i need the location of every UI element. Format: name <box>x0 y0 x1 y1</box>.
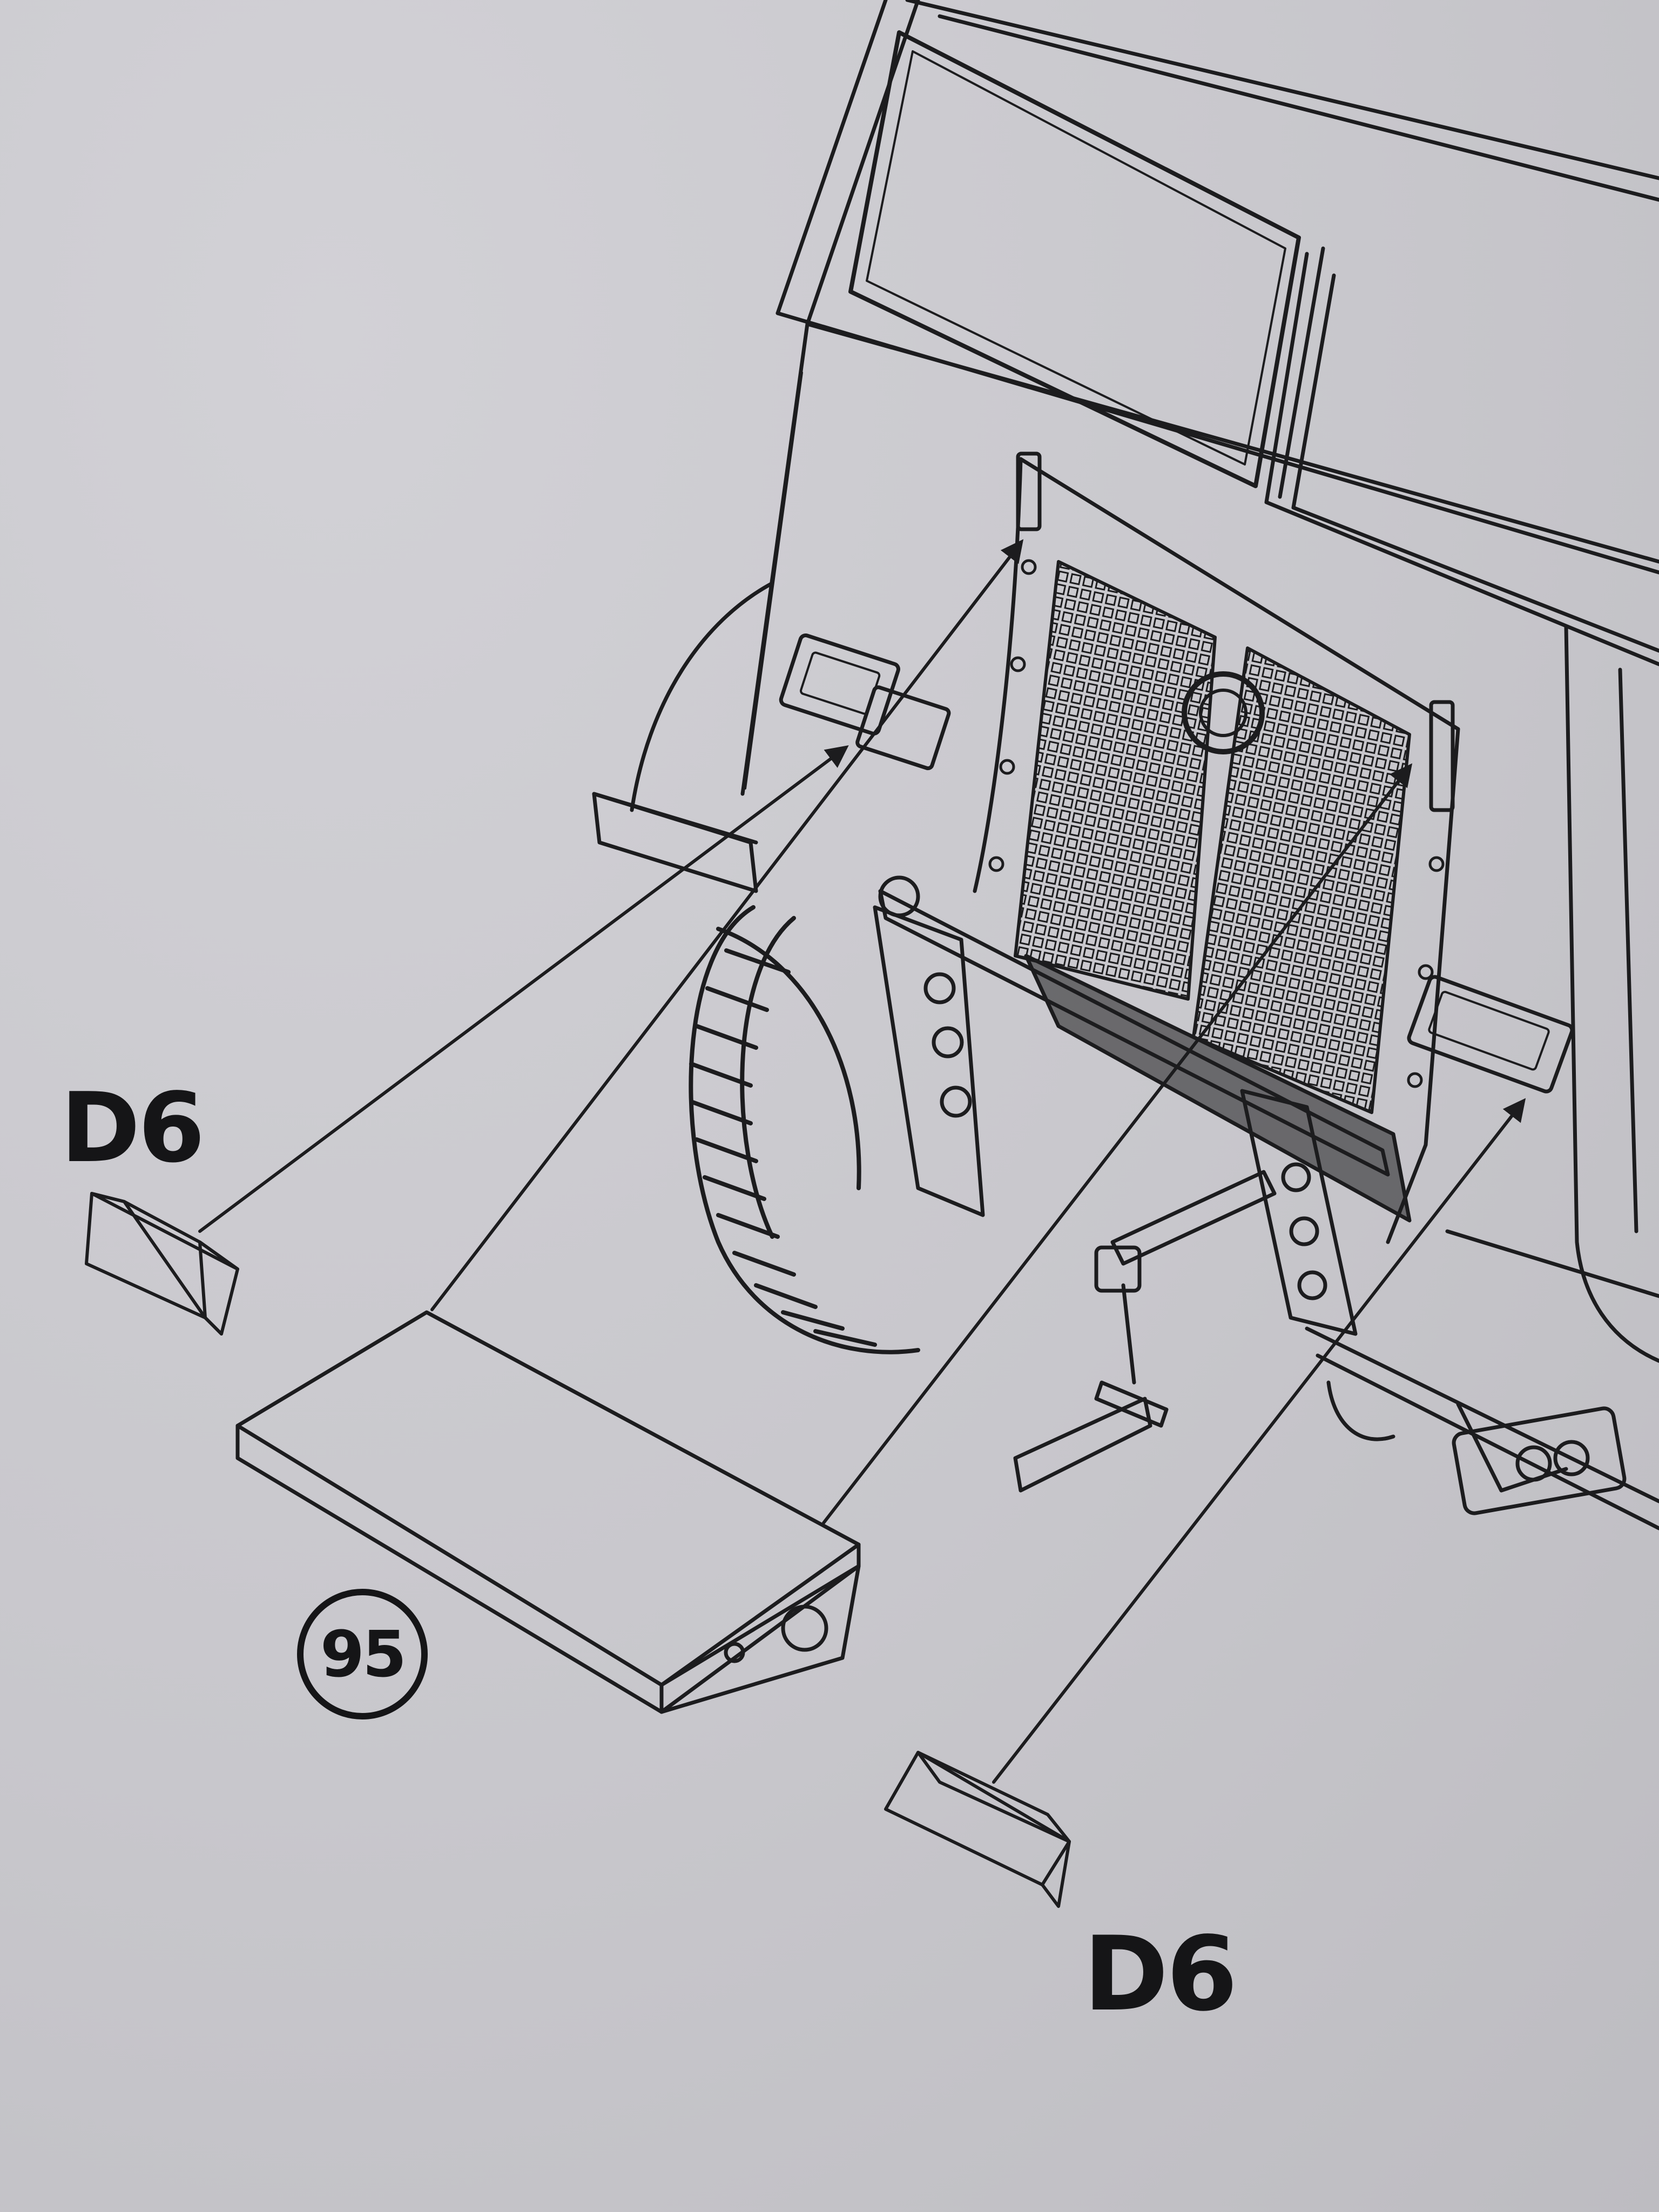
part-label-d6-upper: D6 <box>60 1072 205 1184</box>
body-panel <box>592 322 1659 1363</box>
front-bumper <box>873 875 1659 1530</box>
radiator-grille <box>973 451 1574 1244</box>
part-d6-upper <box>85 1192 239 1336</box>
step-number-badge: 95 <box>297 1589 428 1719</box>
step-number: 95 <box>320 1617 407 1691</box>
part-label-d6-lower: D6 <box>1083 1914 1238 2034</box>
bumper-plate-part <box>235 1310 861 1714</box>
front-tire <box>689 905 920 1354</box>
windshield-frame <box>775 0 1659 666</box>
assembly-arrows <box>198 539 1526 1784</box>
part-d6-lower <box>884 1751 1071 1908</box>
